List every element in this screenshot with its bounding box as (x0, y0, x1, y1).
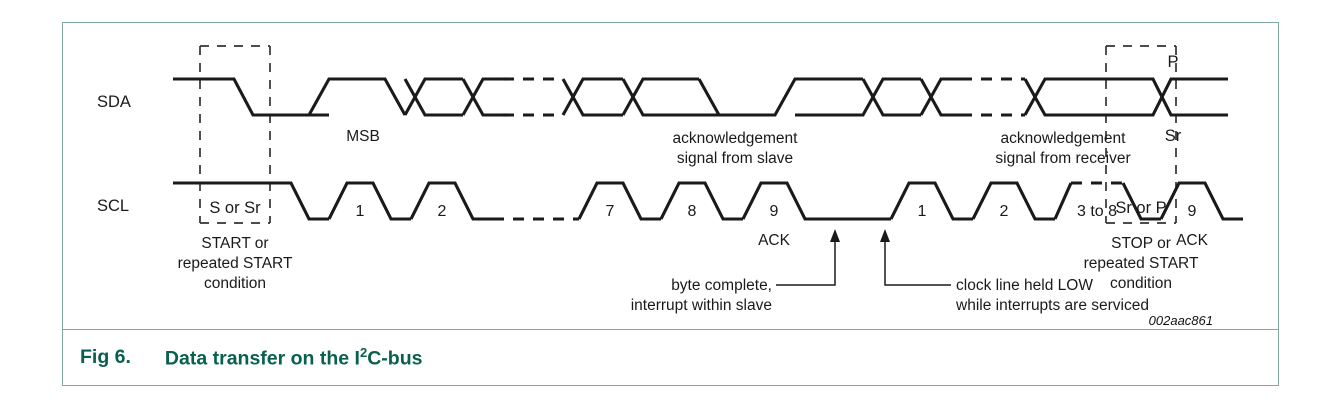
clock-low-note-line-1: clock line held LOW (956, 277, 1093, 294)
caption-title-pre: Data transfer on the I (164, 347, 360, 370)
scl-start-falling-edge (173, 181, 329, 221)
caption-divider (63, 329, 1278, 330)
scl-pulse-1-second (889, 181, 973, 221)
timing-diagram-svg: SDA SCL S or Sr Sr or P START or repeate… (97, 45, 1243, 328)
sda-pre-break-rise (461, 77, 503, 116)
figure-caption-title: Data transfer on the I2C-bus (165, 345, 423, 371)
ack-slave-note-line-2: signal from slave (677, 150, 793, 167)
scl-rail-label: SCL (97, 197, 129, 215)
byte-complete-note-line-2: interrupt within slave (631, 297, 772, 314)
scl-pulse-label-2-second: 2 (1000, 203, 1009, 220)
figure-border-box: SDA SCL S or Sr Sr or P START or repeate… (62, 22, 1279, 386)
sda-bitB-rise (919, 77, 961, 116)
sda-post-break2-rise (1023, 77, 1083, 116)
start-condition-box-label: S or Sr (209, 199, 261, 217)
sda-post-break-fall (561, 78, 623, 117)
sda-bit8-rise (621, 77, 699, 116)
scl-pulse-label-2: 2 (438, 203, 447, 220)
scl-pulse-2 (409, 181, 493, 221)
sda-bit2-rise (403, 77, 463, 116)
caption-title-superscript: 2 (359, 344, 368, 360)
scl-pulse-9-second (1159, 181, 1243, 221)
byte-complete-leader (776, 239, 836, 286)
scl-pulse-7 (577, 181, 661, 221)
scl-pulse-label-9-second: 9 (1188, 203, 1197, 220)
stop-condition-box-label: Sr or P (1115, 199, 1166, 217)
sda-bit-msb-high (307, 77, 407, 116)
start-caption-line-1: START or (201, 235, 268, 252)
clock-low-leader (884, 239, 951, 286)
scl-pulse-label-3to8: 3 to 8 (1077, 203, 1117, 220)
scl-pulse-2-second (971, 181, 1055, 221)
sda-bitA-rise (795, 77, 921, 117)
scl-pulse-1 (327, 181, 411, 221)
sda-bitA-fall (861, 78, 921, 117)
ack-receiver-note-line-1: acknowledgement (1001, 130, 1127, 147)
sda-msb-label: MSB (346, 128, 380, 145)
sda-post-break-rise (561, 77, 623, 116)
scl-pulse-8 (659, 181, 743, 221)
sda-bit8-fall (621, 78, 699, 117)
stop-caption-line-3: condition (1110, 275, 1172, 292)
stop-caption-line-2: repeated START (1084, 255, 1199, 272)
scl-pulse-label-1: 1 (356, 203, 365, 220)
scl-pulse-9-first (741, 181, 825, 221)
figure-reference-code: 002aac861 (1149, 313, 1213, 328)
sda-rail-label: SDA (97, 93, 131, 111)
stop-sda-low-label-Sr: Sr (1165, 127, 1182, 145)
figure-caption-label: Fig 6. (80, 346, 131, 368)
sda-bitB-fall (919, 78, 961, 117)
scl-pulse-label-7: 7 (606, 203, 615, 220)
start-condition-dashed-box (199, 45, 271, 224)
figure-caption: Fig 6. Data transfer on the I2C-bus (63, 330, 1278, 385)
byte-complete-note-line-1: byte complete, (671, 277, 772, 294)
clock-low-note-line-2: while interrupts are serviced (955, 297, 1149, 314)
sda-post-break2-fall (1023, 78, 1083, 117)
scl-3to8-fall (1121, 182, 1161, 221)
sda-start-falling-edge (173, 77, 309, 117)
sda-stop-fall-Sr (1083, 77, 1228, 117)
sda-bit2-fall (403, 78, 463, 117)
timing-diagram: SDA SCL S or Sr Sr or P START or repeate… (63, 23, 1278, 329)
scl-pulse-label-9-first: 9 (770, 203, 779, 220)
ack-marker-first: ACK (758, 232, 791, 249)
start-caption-line-3: condition (204, 275, 266, 292)
byte-complete-arrowhead (830, 229, 840, 242)
stop-caption-line-1: STOP or (1111, 235, 1171, 252)
ack-marker-second: ACK (1176, 232, 1209, 249)
start-caption-line-2: repeated START (178, 255, 293, 272)
clock-low-arrowhead (880, 229, 890, 242)
ack-receiver-note-line-2: signal from receiver (995, 150, 1130, 167)
stop-condition-dashed-box (1105, 45, 1177, 224)
stop-sda-high-label-P: P (1167, 53, 1178, 71)
sda-ack-from-slave (697, 77, 863, 117)
scl-pulse-label-1-second: 1 (918, 203, 927, 220)
caption-title-post: C-bus (367, 347, 423, 370)
sda-pre-break-fall (461, 78, 503, 117)
scl-pulse-label-8: 8 (688, 203, 697, 220)
ack-slave-note-line-1: acknowledgement (673, 130, 799, 147)
scl-3to8-rise (1053, 182, 1073, 220)
